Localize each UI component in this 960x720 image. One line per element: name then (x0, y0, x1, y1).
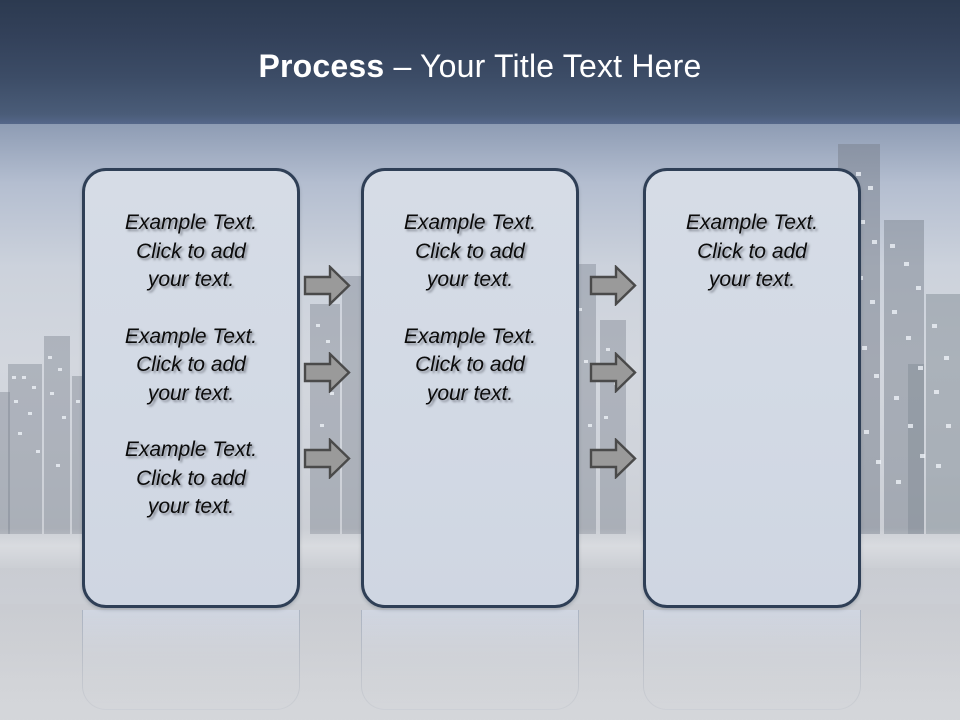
slide-title-rest: – Your Title Text Here (384, 48, 702, 84)
process-box-3-text-1: Example Text. Click to add your text. (685, 211, 819, 291)
process-box-1-text-1: Example Text. Click to add your text. (124, 211, 258, 291)
header-gradient-band (0, 0, 960, 124)
arrow-right-icon-2b[interactable] (589, 352, 637, 393)
process-box-2-text-2: Example Text. Click to add your text. (403, 324, 537, 405)
arrow-right-icon-2c[interactable] (589, 438, 637, 479)
process-box-1-text-2: Example Text. Click to add your text. (124, 324, 258, 405)
arrow-right-icon-1a[interactable] (303, 265, 351, 306)
process-box-1-text-3: Example Text. Click to add your text. (124, 438, 258, 518)
reflection-box-3 (643, 610, 861, 710)
process-box-3[interactable]: Example Text. Click to add your text. (643, 168, 861, 608)
arrow-right-icon-1b[interactable] (303, 352, 351, 393)
process-box-2[interactable]: Example Text. Click to add your text. Ex… (361, 168, 579, 608)
arrow-right-icon-1c[interactable] (303, 438, 351, 479)
slide-title: Process – Your Title Text Here (0, 44, 960, 88)
reflection-box-1 (82, 610, 300, 710)
reflection-box-2 (361, 610, 579, 710)
arrow-right-icon-2a[interactable] (589, 265, 637, 306)
slide-title-bold: Process (258, 48, 385, 84)
box-reflections (0, 610, 960, 720)
process-box-1[interactable]: Example Text. Click to add your text. Ex… (82, 168, 300, 608)
process-box-2-text-1: Example Text. Click to add your text. (403, 211, 537, 291)
